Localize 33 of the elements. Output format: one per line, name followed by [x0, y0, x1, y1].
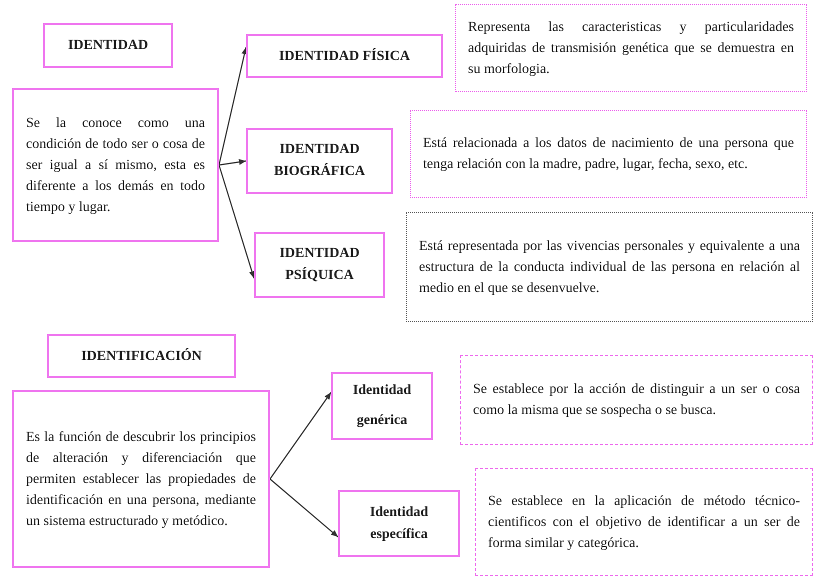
description-box — [12, 88, 219, 242]
description-text: Se establece por la acción de distinguir a un ser o cosa como la misma que se sospecha o se busca. — [473, 381, 800, 420]
concept-box — [246, 34, 443, 78]
concept-box — [254, 232, 385, 298]
arrow — [218, 47, 248, 166]
description-text: Se la conoce como una condición de todo ser o cosa de ser igual a sí mismo, esta es diferente a los demás en todo tiempo y lugar. — [26, 114, 205, 216]
description-text: Está representada por las vivencias personales y equivalente a una estructura de la conducta individual de las persona en relación al medio en el que se desenvuelve. — [419, 238, 800, 298]
heading-text: IDENTIDAD FÍSICA — [278, 47, 412, 66]
heading-text: IDENTIDAD PSÍQUICA — [278, 245, 361, 285]
heading-text: Identidad específica — [368, 504, 430, 544]
arrow — [218, 164, 255, 278]
concept-box — [331, 372, 433, 440]
heading-text: IDENTIDAD BIOGRÁFICA — [272, 141, 366, 181]
concept-box — [43, 23, 173, 68]
description-text: Es la función de descubrir los principios de alteración y diferenciación que permiten establecer las propiedades de identificación en una persona, mediante un sistema estructurado y metódico. — [26, 428, 256, 530]
concept-box — [246, 128, 393, 194]
heading-text: Identidad genérica — [352, 382, 412, 430]
arrow — [218, 159, 246, 166]
description-box — [460, 355, 813, 445]
arrow — [270, 478, 338, 538]
description-box — [406, 212, 813, 322]
description-box — [410, 110, 807, 198]
description-text: Se establece en la aplicación de método técnico-cientificos con el objetivo de identificar a un ser de forma similar y categórica. — [488, 492, 800, 552]
arrow — [270, 392, 332, 480]
description-text: Representa las caracteristicas y particularidades adquiridas de transmisión genética que se demuestra en su morfologia. — [468, 18, 794, 78]
description-box — [475, 468, 813, 576]
description-text: Está relacionada a los datos de nacimiento de una persona que tenga relación con la madre, padre, lugar, fecha, sexo, etc. — [423, 135, 794, 174]
concept-box — [47, 334, 236, 378]
description-box — [12, 390, 270, 568]
concept-box — [338, 490, 460, 557]
heading-text: IDENTIFICACIÓN — [80, 347, 203, 366]
heading-text: IDENTIDAD — [66, 37, 150, 55]
description-box — [455, 4, 807, 92]
